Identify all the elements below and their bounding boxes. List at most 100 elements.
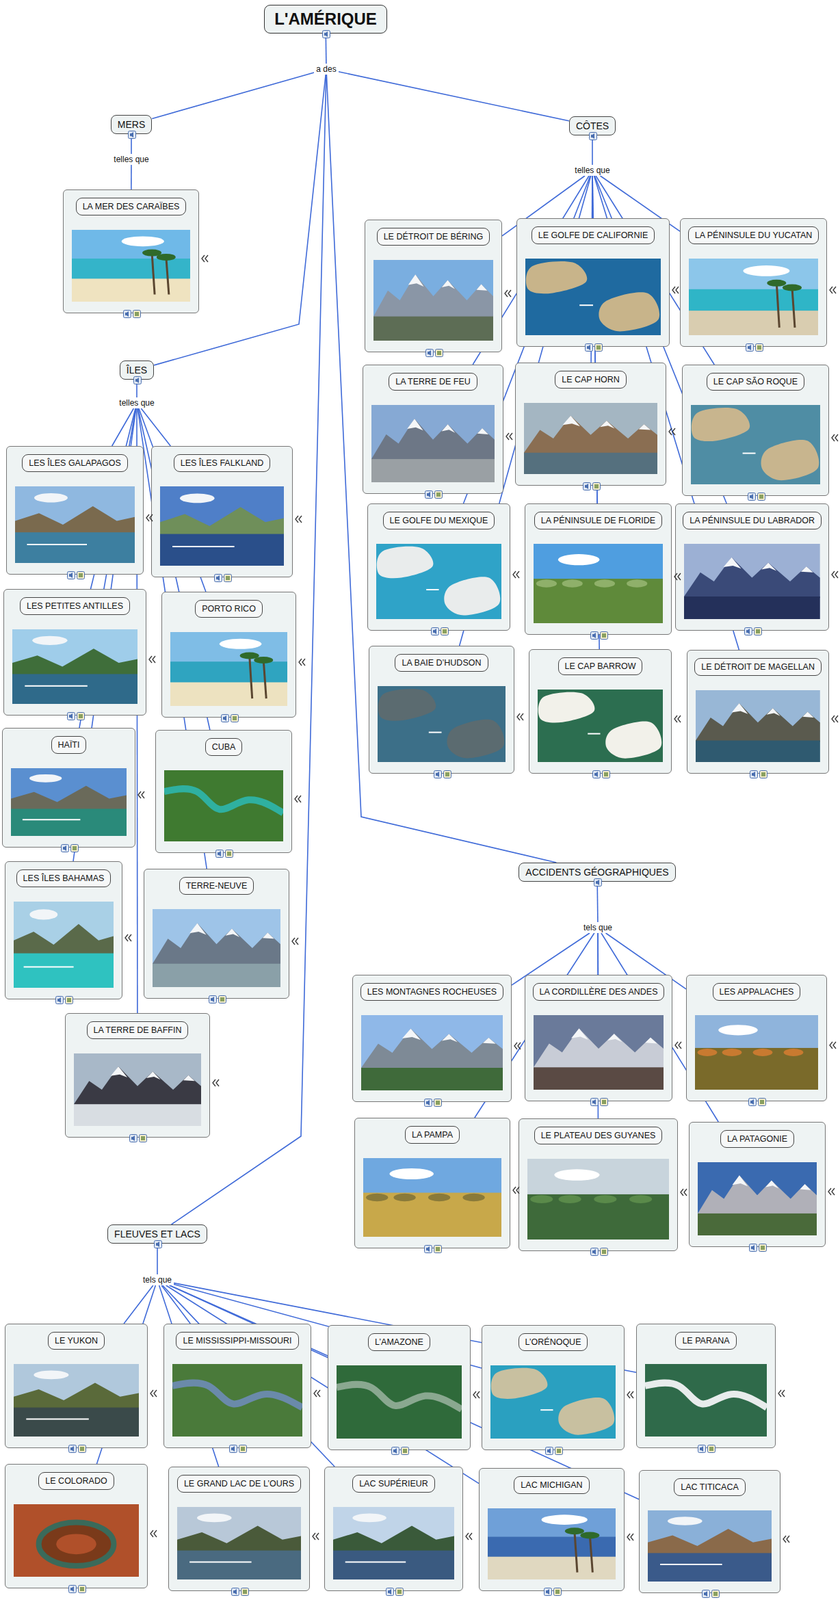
node-label: LE GRAND LAC DE L’OURS	[177, 1474, 301, 1493]
node-label: LA PÉNINSULE DU LABRADOR	[682, 511, 822, 530]
connector-line	[162, 1285, 336, 1467]
collapse-chevron	[831, 570, 839, 579]
node-label: LAC MICHIGAN	[513, 1476, 589, 1494]
node-label: LE CAP HORN	[554, 370, 627, 389]
node-label: telles que	[574, 165, 610, 176]
linking-phrase: telles que	[116, 397, 156, 409]
node-label: LA TERRE DE FEU	[388, 372, 478, 391]
photo-illustration	[73, 1053, 202, 1126]
photo-illustration	[177, 1506, 301, 1580]
photo-illustration	[333, 1506, 455, 1580]
collapse-chevron	[465, 1532, 473, 1541]
picture-card: LES APPALACHES	[686, 974, 828, 1102]
photo-illustration	[684, 543, 821, 620]
picture-card: LES PETITES ANTILLES	[3, 588, 147, 716]
node-label: LE GOLFE DE CALIFORNIE	[531, 226, 655, 245]
collapse-chevron	[671, 285, 680, 295]
collapse-chevron	[124, 933, 133, 942]
collapse-chevron	[626, 1532, 635, 1542]
linking-phrase: tels que	[140, 1274, 174, 1286]
connector-line	[596, 881, 598, 923]
node-label: LE PARANA	[675, 1331, 737, 1350]
photo-illustration	[694, 1015, 819, 1090]
collapse-chevron	[137, 790, 146, 799]
photo-illustration	[170, 632, 288, 706]
node-label: PORTO RICO	[194, 599, 263, 618]
picture-card: LA PÉNINSULE DU YUCATAN	[679, 218, 828, 347]
node-label: CÔTES	[575, 120, 609, 132]
collapse-chevron	[298, 658, 306, 667]
photo-illustration	[363, 1158, 502, 1237]
node-label: CUBA	[205, 738, 243, 756]
node-label: LE MISSISSIPPI-MISSOURI	[175, 1331, 299, 1350]
photo-illustration	[523, 402, 658, 475]
photo-illustration	[371, 404, 495, 483]
collapse-chevron	[313, 1389, 321, 1398]
linking-phrase: telles que	[111, 153, 151, 165]
resource-icon	[749, 770, 768, 779]
picture-card: LE DÉTROIT DE BÉRING	[364, 219, 503, 353]
resource-icon	[391, 1446, 410, 1455]
node-label: LA PÉNINSULE DU YUCATAN	[688, 226, 820, 245]
photo-illustration	[10, 768, 127, 836]
collapse-chevron	[512, 1186, 520, 1195]
photo-illustration	[697, 1162, 817, 1236]
resource-icon	[545, 1446, 563, 1455]
collapse-chevron	[674, 1041, 682, 1050]
picture-card: LA TERRE DE BAFFIN	[64, 1013, 210, 1138]
resource-icon	[60, 844, 79, 853]
collapse-chevron	[212, 1078, 220, 1087]
resource-icon	[67, 571, 85, 580]
photo-illustration	[690, 404, 821, 485]
node-label: LA BAIE D’HUDSON	[394, 653, 488, 672]
resource-icon	[590, 1097, 609, 1107]
connector-line	[166, 1285, 479, 1484]
collapse-chevron	[291, 937, 299, 946]
node-label: LA PAMPA	[404, 1125, 460, 1144]
resource-icon	[749, 1243, 767, 1252]
node-label: a des	[316, 64, 336, 74]
collapse-chevron	[145, 513, 154, 522]
resource-icon	[220, 714, 239, 723]
picture-card: LAC MICHIGAN	[478, 1467, 625, 1592]
resource-icon	[433, 770, 452, 779]
node-label: LA MER DES CARAÏBES	[75, 197, 187, 216]
picture-card: LA PAMPA	[354, 1117, 511, 1249]
resource-icon	[745, 343, 764, 352]
collapse-chevron	[148, 655, 156, 664]
picture-card: LE COLORADO	[4, 1463, 148, 1589]
connector-line	[130, 164, 133, 190]
photo-illustration	[490, 1365, 616, 1439]
node-label: ÎLES	[126, 364, 148, 376]
picture-card: LES MONTAGNES ROCHEUSES	[352, 974, 512, 1102]
node-label: LE DÉTROIT DE MAGELLAN	[694, 658, 822, 676]
collapse-chevron	[513, 1041, 522, 1050]
photo-illustration	[12, 629, 138, 704]
collapse-chevron	[294, 794, 302, 804]
picture-card: PORTO RICO	[161, 591, 297, 718]
collapse-chevron	[504, 289, 512, 298]
concept-box: ÎLES	[119, 360, 154, 380]
photo-illustration	[533, 543, 663, 624]
collapse-chevron	[472, 1390, 481, 1399]
resource-icon	[208, 995, 227, 1004]
collapse-chevron	[668, 427, 676, 436]
linking-phrase: a des	[313, 63, 338, 75]
photo-illustration	[172, 1363, 303, 1437]
picture-card: TERRE-NEUVE	[143, 868, 290, 999]
photo-illustration	[164, 770, 284, 842]
picture-card: LES ÎLES FALKLAND	[151, 445, 293, 578]
resource-icon	[425, 348, 444, 358]
resource-icon	[543, 1587, 562, 1596]
picture-card: LA TERRE DE FEU	[362, 364, 504, 494]
picture-card: LE GRAND LAC DE L’OURS	[168, 1466, 310, 1592]
resource-icon	[68, 1444, 87, 1453]
photo-illustration	[15, 486, 135, 563]
photo-illustration	[537, 689, 663, 763]
resource-icon	[590, 1247, 609, 1256]
picture-card: LA PATAGONIE	[688, 1121, 826, 1248]
picture-card: CUBA	[155, 729, 293, 853]
resource-icon	[153, 1240, 163, 1249]
node-label: LA CORDILLÈRE DES ANDES	[532, 982, 665, 1001]
